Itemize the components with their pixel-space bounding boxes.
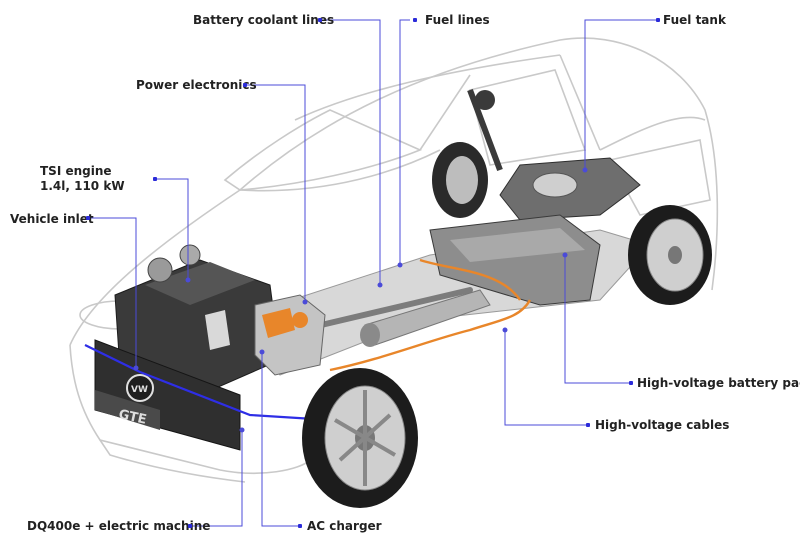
label-text: Fuel tank xyxy=(663,13,726,27)
label-text: High-voltage battery pack xyxy=(637,376,800,390)
label-text: High-voltage cables xyxy=(595,418,730,432)
label-text-line-1: TSI engine xyxy=(40,164,112,178)
label-ac-charger: AC charger xyxy=(307,519,382,534)
label-dq400e: DQ400e + electric machine xyxy=(27,519,210,534)
wheel-rear-right xyxy=(628,205,712,305)
label-fuel-tank: Fuel tank xyxy=(663,13,726,28)
label-text: Battery coolant lines xyxy=(193,13,335,27)
fuel-tank-shape xyxy=(467,88,641,221)
engine-block xyxy=(114,244,281,396)
label-marker xyxy=(86,216,90,220)
label-text: DQ400e + electric machine xyxy=(27,519,211,533)
car-body-outline xyxy=(69,37,719,483)
label-tsi-engine: TSI engine 1.4l, 110 kW xyxy=(40,164,125,194)
wheel-rear-left xyxy=(432,142,488,218)
power-electronics-unit xyxy=(254,294,326,376)
label-marker xyxy=(153,177,157,181)
label-power-electronics: Power electronics xyxy=(136,78,257,93)
label-text-line-2: 1.4l, 110 kW xyxy=(40,179,125,193)
blue-highlight-line xyxy=(84,344,331,422)
exhaust-muffler xyxy=(360,289,491,347)
label-hv-battery-pack: High-voltage battery pack xyxy=(637,376,800,391)
label-text: Power electronics xyxy=(136,78,257,92)
leader-endpoints xyxy=(133,167,588,433)
vw-logo-text: VW xyxy=(131,385,148,395)
label-vehicle-inlet: Vehicle inlet xyxy=(10,212,94,227)
label-battery-coolant-lines: Battery coolant lines xyxy=(193,13,334,28)
label-hv-cables: High-voltage cables xyxy=(595,418,729,433)
label-marker xyxy=(629,381,633,385)
hv-cable-lines xyxy=(329,258,532,372)
leader-lines xyxy=(88,19,656,527)
label-fuel-lines: Fuel lines xyxy=(425,13,490,28)
wheel-front-left xyxy=(302,368,418,508)
label-marker xyxy=(656,18,660,22)
label-marker xyxy=(318,18,322,22)
label-marker xyxy=(413,18,417,22)
label-marker xyxy=(243,83,247,87)
battery-pack-shape xyxy=(429,214,601,306)
label-text: Vehicle inlet xyxy=(10,212,94,226)
label-marker xyxy=(188,524,192,528)
label-marker xyxy=(298,524,302,528)
label-text: Fuel lines xyxy=(425,13,490,27)
label-marker xyxy=(586,423,590,427)
grille-badge-text: GTE xyxy=(117,407,148,428)
label-text: AC charger xyxy=(307,519,382,533)
